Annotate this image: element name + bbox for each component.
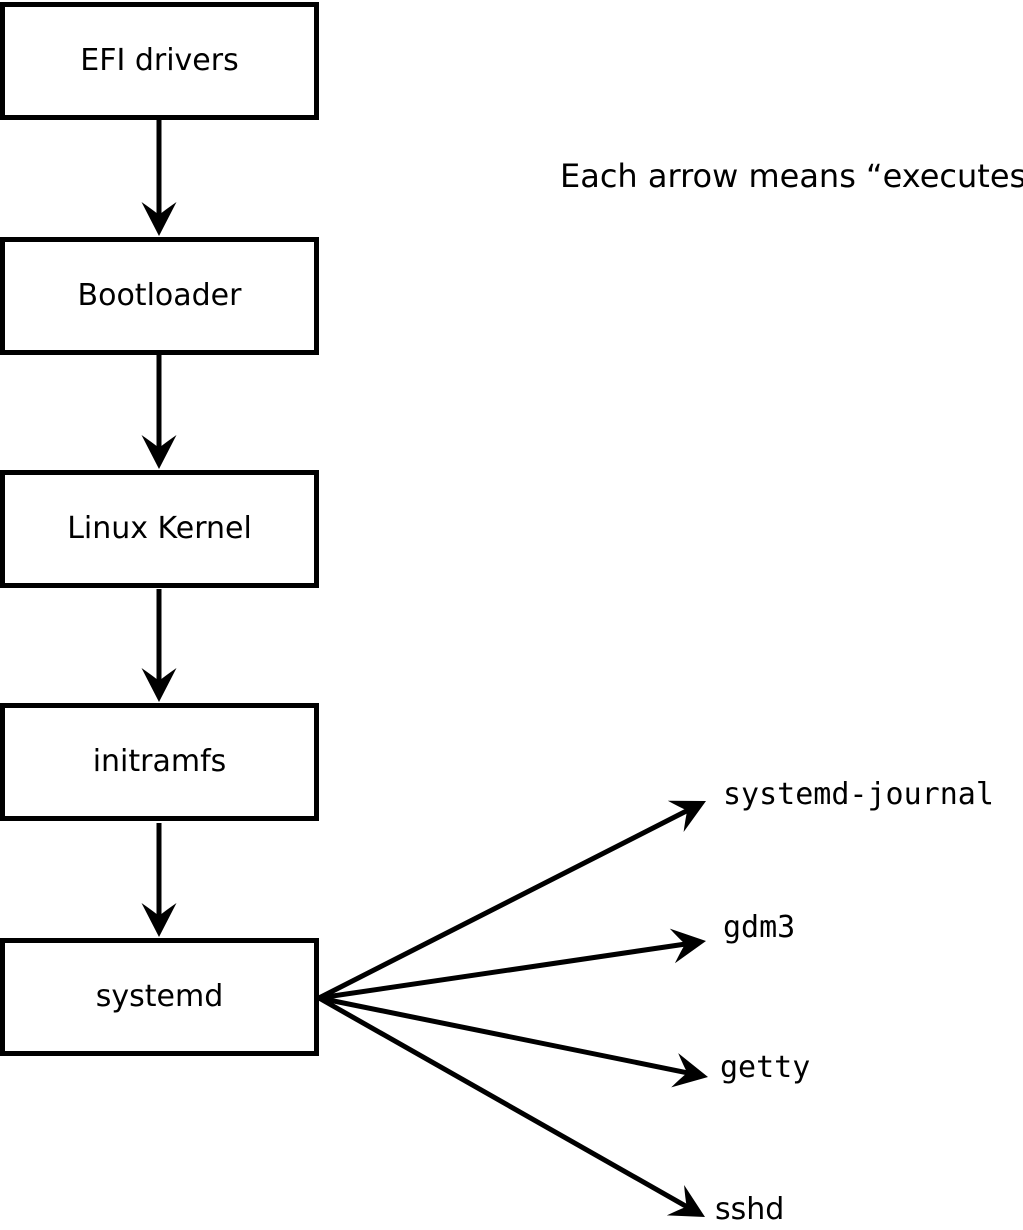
arrow-bootloader-to-kernel-head — [141, 435, 177, 469]
arrow-systemd-to-getty — [318, 995, 708, 1088]
node-systemd: systemd — [0, 938, 319, 1056]
arrow-systemd-to-gdm3-head — [669, 928, 706, 964]
arrow-kernel-to-initramfs-head — [141, 668, 177, 702]
arrow-systemd-to-sshd-head — [666, 1185, 705, 1217]
arrow-systemd-to-gdm3 — [318, 928, 706, 1001]
node-linux-kernel: Linux Kernel — [0, 470, 319, 588]
node-initramfs-label: initramfs — [92, 744, 227, 779]
legend-caption: Each arrow means “executes”. — [560, 157, 1023, 195]
arrow-systemd-to-sshd — [317, 995, 705, 1217]
arrow-systemd-to-systemd-journal — [317, 800, 706, 1001]
process-label-sshd: sshd — [715, 1192, 785, 1227]
node-bootloader: Bootloader — [0, 237, 319, 355]
node-initramfs: initramfs — [0, 703, 319, 821]
arrow-systemd-to-systemd-journal-head — [667, 800, 706, 832]
process-label-gdm3: gdm3 — [723, 910, 796, 945]
process-label-systemd-journal: systemd-journal — [723, 777, 994, 812]
arrow-initramfs-to-systemd-head — [141, 903, 177, 937]
arrow-bootloader-to-kernel — [141, 355, 177, 469]
arrow-efi-to-bootloader — [141, 119, 177, 236]
arrow-initramfs-to-systemd — [141, 823, 177, 937]
arrow-kernel-to-initramfs — [141, 589, 177, 702]
node-efi-drivers-label: EFI drivers — [80, 43, 239, 78]
node-bootloader-label: Bootloader — [77, 278, 242, 313]
node-linux-kernel-label: Linux Kernel — [67, 511, 252, 546]
node-efi-drivers: EFI drivers — [0, 2, 319, 120]
arrow-efi-to-bootloader-head — [141, 202, 177, 236]
arrow-systemd-to-getty-head — [671, 1053, 708, 1088]
node-systemd-label: systemd — [95, 979, 224, 1014]
process-label-getty: getty — [720, 1050, 811, 1085]
